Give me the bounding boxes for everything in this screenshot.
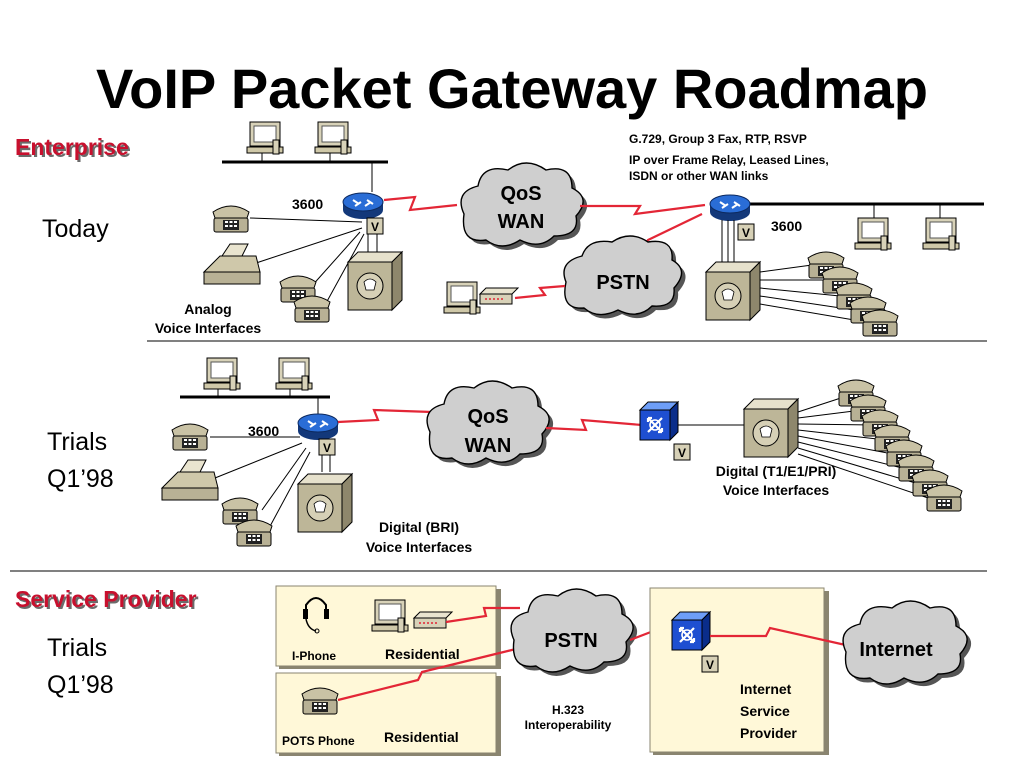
pc-icon	[443, 281, 481, 315]
features-line-3: ISDN or other WAN links	[629, 169, 769, 183]
qos-label: QoS	[467, 406, 508, 428]
pstn-cloud	[563, 235, 686, 319]
router-icon	[297, 413, 339, 441]
sp-trials-label-2: Q1’98	[47, 671, 114, 699]
router-3600-trials: 3600	[248, 423, 279, 439]
isp-label-2: Service	[740, 703, 790, 719]
analog-label-2: Voice Interfaces	[155, 320, 262, 336]
h323-label-2: Interoperability	[525, 718, 612, 732]
h323-label-1: H.323	[552, 703, 584, 717]
features-line-1: G.729, Group 3 Fax, RTP, RSVP	[629, 132, 807, 146]
phone-icon	[212, 205, 250, 233]
today-label: Today	[42, 215, 109, 243]
pstn-link	[445, 606, 520, 624]
wan-link	[383, 195, 458, 212]
pc-icon	[246, 121, 284, 155]
residential-bottom-label: Residential	[384, 729, 459, 745]
enterprise-label-shadow: Enterprise	[17, 136, 131, 162]
phone-icon	[293, 295, 331, 323]
voip-gateway-icon	[670, 610, 712, 652]
phone-icon	[301, 687, 339, 715]
qos-wan-cloud	[426, 380, 554, 468]
bri-label-2: Voice Interfaces	[366, 539, 473, 555]
wan-link	[580, 203, 706, 216]
router-3600-right: 3600	[771, 218, 802, 234]
pc-icon	[922, 217, 960, 251]
enterprise-label: Enterprise	[15, 134, 129, 160]
bri-label-1: Digital (BRI)	[379, 519, 459, 535]
sp-trials-label-1: Trials	[47, 634, 107, 662]
pbx-switch-icon	[297, 473, 353, 533]
phone-icon	[925, 484, 963, 512]
service-provider-label-shadow: Service Provider	[17, 588, 199, 614]
phone-icon	[171, 423, 209, 451]
pbx-switch-icon	[743, 398, 799, 458]
wan-label: WAN	[465, 435, 512, 457]
pstn-link	[337, 646, 521, 702]
wan-link	[337, 408, 433, 424]
wan-link	[545, 418, 643, 432]
fax-icon	[161, 459, 219, 501]
qos-label: QoS	[500, 183, 541, 205]
voice-module-label: V	[678, 446, 686, 460]
service-provider-label: Service Provider	[15, 586, 197, 612]
t1-label-1: Digital (T1/E1/PRI)	[716, 463, 837, 479]
pstn-link	[514, 284, 566, 300]
residential-top-label: Residential	[385, 646, 460, 662]
isp-label-3: Provider	[740, 725, 797, 741]
modem-icon	[479, 287, 519, 305]
internet-link	[710, 626, 851, 648]
trials-label-1: Trials	[47, 428, 107, 456]
analog-label-1: Analog	[184, 301, 231, 317]
pbx-switch-icon	[347, 251, 403, 311]
voip-gateway-icon	[638, 400, 680, 442]
router-icon	[342, 192, 384, 220]
pc-icon	[314, 121, 352, 155]
phone-icon	[861, 309, 899, 337]
iphone-label: I-Phone	[292, 649, 336, 663]
fax-icon	[203, 243, 261, 285]
page-title: VoIP Packet Gateway Roadmap	[96, 57, 928, 120]
internet-label: Internet	[859, 639, 933, 661]
voice-module-label: V	[323, 441, 331, 455]
pc-icon	[275, 357, 313, 391]
isp-label-1: Internet	[740, 681, 792, 697]
features-line-2: IP over Frame Relay, Leased Lines,	[629, 153, 829, 167]
pstn-label: PSTN	[596, 272, 649, 294]
t1-label-2: Voice Interfaces	[723, 482, 830, 498]
pstn-cloud	[510, 588, 638, 676]
pots-label: POTS Phone	[282, 734, 355, 748]
sp-pstn-label: PSTN	[544, 630, 597, 652]
voice-module-label: V	[371, 220, 379, 234]
phone-icon	[235, 519, 273, 547]
voice-module-label: V	[742, 226, 750, 240]
router-icon	[709, 194, 751, 222]
internet-cloud	[842, 600, 972, 688]
trials-label-2: Q1’98	[47, 465, 114, 493]
wan-label: WAN	[498, 211, 545, 233]
modem-icon	[413, 611, 453, 629]
router-3600-left: 3600	[292, 196, 323, 212]
pc-icon	[203, 357, 241, 391]
pc-icon	[371, 599, 409, 633]
isp-panel	[649, 587, 829, 755]
pbx-switch-icon	[705, 261, 761, 321]
pc-icon	[854, 217, 892, 251]
qos-wan-cloud	[460, 162, 588, 250]
voice-module-label: V	[706, 658, 714, 672]
